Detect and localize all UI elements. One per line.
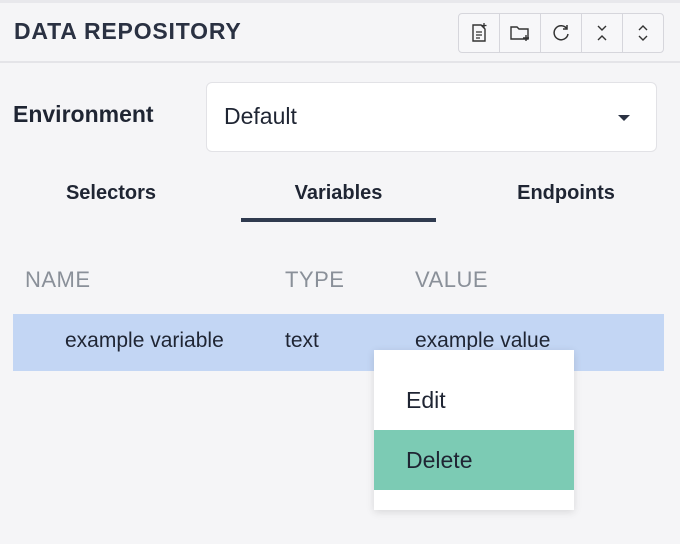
panel-toolbar [458,13,664,53]
new-folder-icon [510,26,529,41]
environment-value: Default [224,103,297,129]
variable-type-cell: text [285,329,319,352]
column-header-value: VALUE [415,267,489,292]
environment-select[interactable]: Default [206,82,657,152]
panel-title: DATA REPOSITORY [14,18,242,44]
chevron-down-icon [618,115,630,121]
variable-name-cell: example variable [65,329,224,352]
column-header-type: TYPE [285,267,345,292]
new-file-icon [472,23,487,42]
expand-all-button[interactable] [623,14,663,52]
context-menu-delete[interactable]: Delete [374,430,574,490]
refresh-button[interactable] [541,14,582,52]
collapse-all-icon [597,25,607,41]
refresh-icon [553,25,569,41]
column-header-name: NAME [25,267,91,292]
new-folder-button[interactable] [500,14,541,52]
tab-endpoints[interactable]: Endpoints [517,182,615,204]
new-file-button[interactable] [459,14,500,52]
panel-header: DATA REPOSITORY [0,3,680,63]
context-menu-edit[interactable]: Edit [406,387,446,413]
expand-all-icon [638,25,648,41]
context-menu: Edit Delete [374,350,574,510]
tab-selectors[interactable]: Selectors [65,182,157,204]
collapse-all-button[interactable] [582,14,623,52]
variable-value-cell: example value [415,329,551,352]
environment-label: Environment [13,101,154,127]
tab-variables[interactable]: Variables [241,170,436,222]
top-divider [0,0,680,3]
repository-tabs: Selectors Variables Endpoints [0,170,680,225]
